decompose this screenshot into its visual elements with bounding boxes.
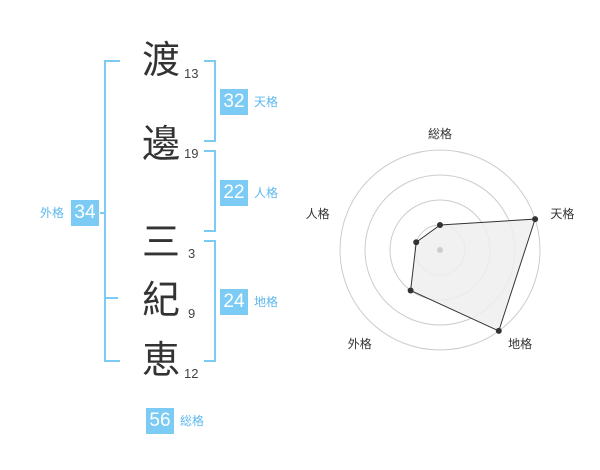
radar-axis-label-2: 天格 bbox=[550, 206, 574, 221]
radar-axis-label-5: 人格 bbox=[306, 206, 330, 221]
radar-point-1 bbox=[437, 222, 443, 228]
radar-point-4 bbox=[407, 287, 414, 294]
radar-point-5 bbox=[413, 239, 420, 246]
jinkaku-bracket bbox=[204, 150, 216, 232]
radar-axis-label-3: 地格 bbox=[508, 336, 532, 351]
stroke-count-1: 13 bbox=[184, 66, 199, 81]
radar-axis-label-4: 外格 bbox=[348, 336, 372, 351]
jinkaku-badge: 22 bbox=[220, 180, 248, 206]
gaikaku-connector bbox=[100, 212, 106, 214]
soukaku-badge: 56 bbox=[146, 408, 174, 434]
chikaku-label: 地格 bbox=[254, 295, 279, 309]
tenkaku-label: 天格 bbox=[254, 95, 279, 109]
tenkaku-badge: 32 bbox=[220, 89, 248, 115]
tenkaku-bracket bbox=[204, 60, 216, 142]
jinkaku-label: 人格 bbox=[254, 186, 279, 200]
radar-center-dot bbox=[437, 247, 443, 253]
name-char-1: 渡 bbox=[142, 38, 181, 82]
name-char-2: 邊 bbox=[142, 122, 181, 166]
chikaku-bracket bbox=[204, 240, 216, 362]
stroke-count-5: 12 bbox=[184, 366, 199, 381]
radar-point-3 bbox=[495, 327, 502, 334]
gaikaku-label: 外格 bbox=[40, 206, 65, 220]
name-char-5: 恵 bbox=[142, 338, 181, 382]
radar-point-2 bbox=[532, 216, 539, 223]
radar-value-polygon bbox=[410, 218, 536, 332]
stroke-count-4: 9 bbox=[188, 306, 196, 321]
name-char-4: 紀 bbox=[142, 278, 181, 322]
radar-grid-ring-4 bbox=[339, 149, 541, 351]
gaikaku-bracket bbox=[104, 60, 120, 362]
name-char-3: 三 bbox=[142, 220, 181, 264]
gaikaku-badge: 34 bbox=[71, 200, 99, 226]
gaikaku-bracket-mid-tick bbox=[106, 297, 118, 299]
radar-axis-label-1: 総格 bbox=[428, 126, 452, 141]
stroke-count-3: 3 bbox=[188, 246, 196, 261]
stroke-count-2: 19 bbox=[184, 146, 199, 161]
chikaku-badge: 24 bbox=[220, 289, 248, 315]
soukaku-label: 総格 bbox=[180, 414, 205, 428]
